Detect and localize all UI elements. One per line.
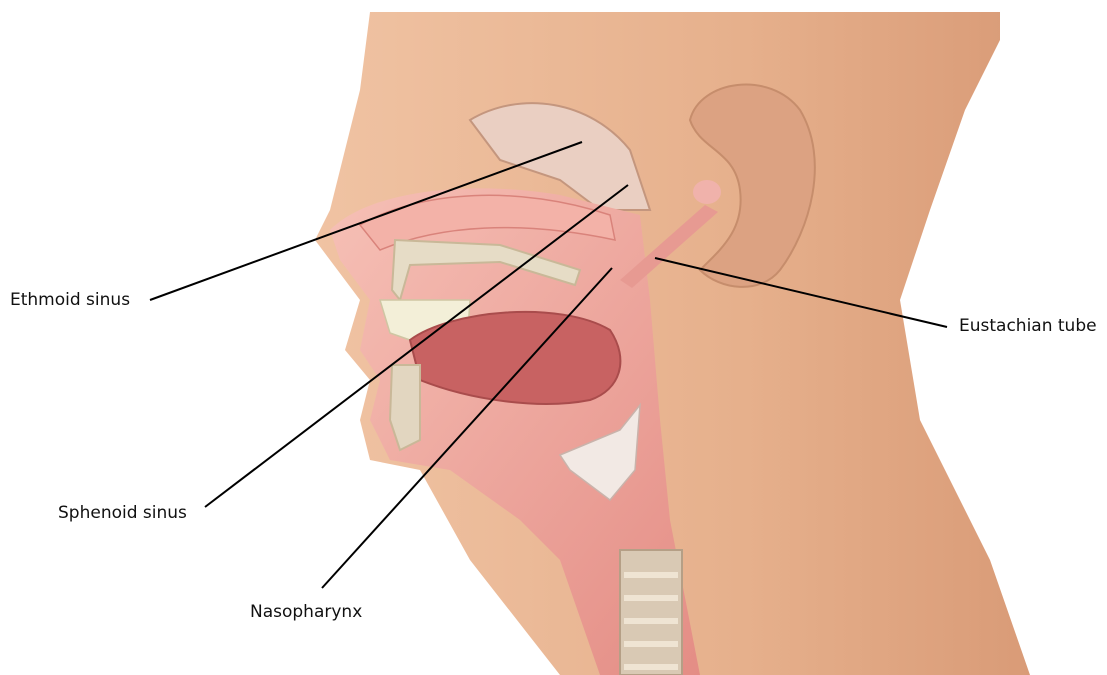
label-sphenoid-sinus: Sphenoid sinus xyxy=(58,505,187,522)
trachea xyxy=(620,550,682,675)
label-eustachian-tube: Eustachian tube xyxy=(959,318,1097,335)
label-ethmoid-sinus: Ethmoid sinus xyxy=(10,292,130,309)
ear-canal xyxy=(693,180,721,204)
label-nasopharynx: Nasopharynx xyxy=(250,604,362,621)
